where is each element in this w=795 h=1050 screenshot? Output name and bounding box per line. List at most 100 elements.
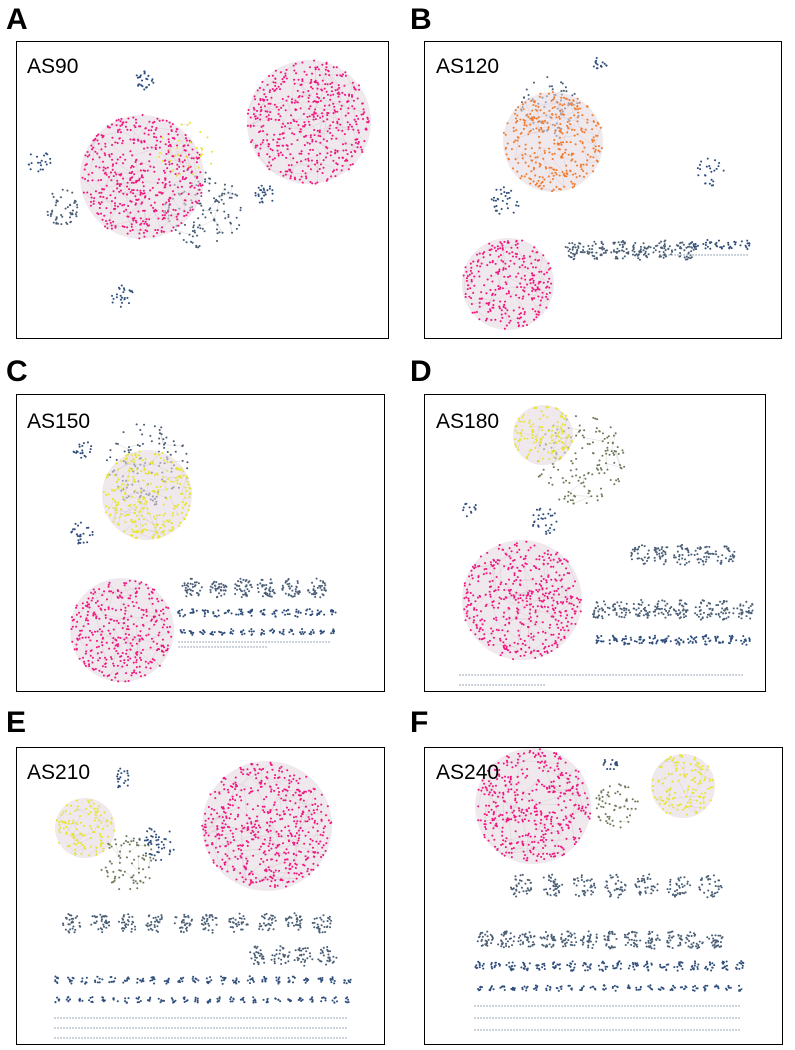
- navy-small-cluster: [652, 239, 674, 259]
- navy-small-cluster: [246, 975, 255, 985]
- navy-small-cluster: [610, 240, 630, 260]
- navy-small-cluster: [258, 912, 277, 932]
- navy-small-cluster: [275, 976, 281, 985]
- network-graph-as210: [54, 761, 352, 1039]
- navy-small-cluster: [223, 609, 233, 615]
- navy-small-cluster: [611, 960, 623, 970]
- navy-small-cluster: [689, 960, 700, 971]
- navy-small-cluster: [281, 578, 301, 598]
- navy-small-cluster: [269, 628, 276, 634]
- navy-small-cluster: [308, 628, 315, 636]
- navy-small-cluster: [101, 996, 106, 1003]
- navy-small-cluster: [603, 930, 618, 950]
- panel-label-as240: AS240: [436, 761, 500, 784]
- navy-cluster: [138, 827, 175, 862]
- navy-small-cluster: [344, 996, 350, 1004]
- navy-small-cluster: [88, 996, 94, 1004]
- network-graph-as150: [70, 423, 337, 683]
- navy-small-cluster: [604, 873, 627, 899]
- navy-small-cluster: [288, 628, 295, 636]
- navy-small-cluster: [262, 997, 269, 1004]
- navy-small-cluster: [65, 996, 72, 1003]
- navy-small-cluster: [259, 608, 266, 616]
- navy-small-cluster: [673, 544, 693, 566]
- pink-giant-component: [462, 239, 553, 330]
- network-panel-as120: AS120: [424, 41, 782, 339]
- yellow-nodes: [158, 121, 214, 177]
- navy-small-cluster: [317, 976, 324, 983]
- navy-small-cluster: [287, 998, 293, 1003]
- navy-small-cluster: [648, 634, 659, 645]
- navy-small-cluster: [229, 628, 235, 635]
- navy-small-cluster: [78, 997, 84, 1002]
- navy-small-cluster: [634, 873, 659, 896]
- navy-small-cluster: [173, 913, 193, 934]
- navy-small-cluster: [632, 599, 651, 619]
- navy-small-cluster: [163, 977, 170, 985]
- navy-small-cluster: [191, 975, 200, 984]
- navy-small-cluster: [542, 873, 564, 897]
- navy-small-cluster: [320, 996, 327, 1003]
- navy-small-cluster: [673, 961, 684, 972]
- navy-small-cluster: [304, 608, 314, 616]
- navy-small-cluster: [112, 997, 119, 1003]
- navy-small-cluster: [216, 996, 221, 1003]
- navy-small-cluster: [294, 608, 302, 618]
- panel-letter-a: A: [6, 3, 28, 36]
- navy-small-cluster: [586, 240, 609, 260]
- navy-small-cluster: [582, 962, 592, 972]
- navy-cluster: [462, 502, 477, 518]
- yellow-giant-component: [651, 754, 714, 816]
- navy-small-cluster: [261, 975, 268, 983]
- network-panel-as240: AS240: [424, 747, 783, 1045]
- navy-small-cluster: [714, 239, 725, 250]
- navy-small-cluster: [54, 975, 60, 984]
- navy-small-cluster: [206, 998, 212, 1004]
- navy-small-cluster: [194, 996, 199, 1004]
- pink-giant-component: [201, 761, 333, 888]
- navy-small-cluster: [136, 977, 145, 984]
- navy-small-cluster: [271, 609, 278, 618]
- navy-small-cluster: [182, 996, 189, 1003]
- navy-small-cluster: [510, 873, 533, 898]
- navy-small-cluster: [660, 635, 672, 644]
- navy-small-cluster: [694, 599, 714, 621]
- navy-small-cluster: [698, 874, 723, 899]
- navy-small-cluster: [311, 914, 333, 934]
- navy-small-cluster: [331, 996, 339, 1004]
- navy-small-cluster: [240, 629, 246, 636]
- navy-small-cluster: [177, 608, 187, 618]
- orange-giant-component: [502, 91, 603, 193]
- navy-small-cluster: [691, 985, 699, 992]
- navy-small-cluster: [170, 997, 177, 1004]
- navy-small-cluster: [218, 630, 226, 636]
- navy-small-cluster: [706, 934, 724, 949]
- navy-small-cluster: [702, 984, 709, 992]
- navy-small-cluster: [270, 945, 291, 965]
- navy-small-cluster: [281, 608, 291, 616]
- navy-cluster: [135, 70, 155, 91]
- navy-small-cluster: [623, 930, 642, 948]
- navy-small-cluster: [317, 946, 338, 966]
- navy-small-cluster: [602, 984, 607, 991]
- navy-small-cluster: [94, 975, 104, 984]
- navy-cluster: [490, 186, 520, 215]
- olive-cluster: [100, 835, 155, 891]
- navy-cluster: [111, 284, 134, 308]
- navy-small-cluster: [669, 984, 677, 991]
- navy-small-cluster: [674, 637, 685, 646]
- navy-small-cluster: [689, 241, 699, 251]
- network-graph-as120: [462, 57, 751, 330]
- navy-small-cluster: [54, 996, 61, 1004]
- navy-cluster: [27, 152, 52, 173]
- navy-small-cluster: [566, 960, 577, 972]
- network-panel-as90: AS90: [16, 41, 389, 339]
- navy-small-cluster: [567, 984, 573, 991]
- yellow-giant-component: [102, 450, 192, 540]
- navy-small-cluster: [177, 976, 185, 984]
- navy-small-cluster: [316, 609, 326, 616]
- navy-small-cluster: [517, 931, 536, 948]
- olive-cluster: [595, 783, 639, 829]
- navy-small-cluster: [714, 635, 724, 644]
- navy-small-cluster: [343, 978, 352, 985]
